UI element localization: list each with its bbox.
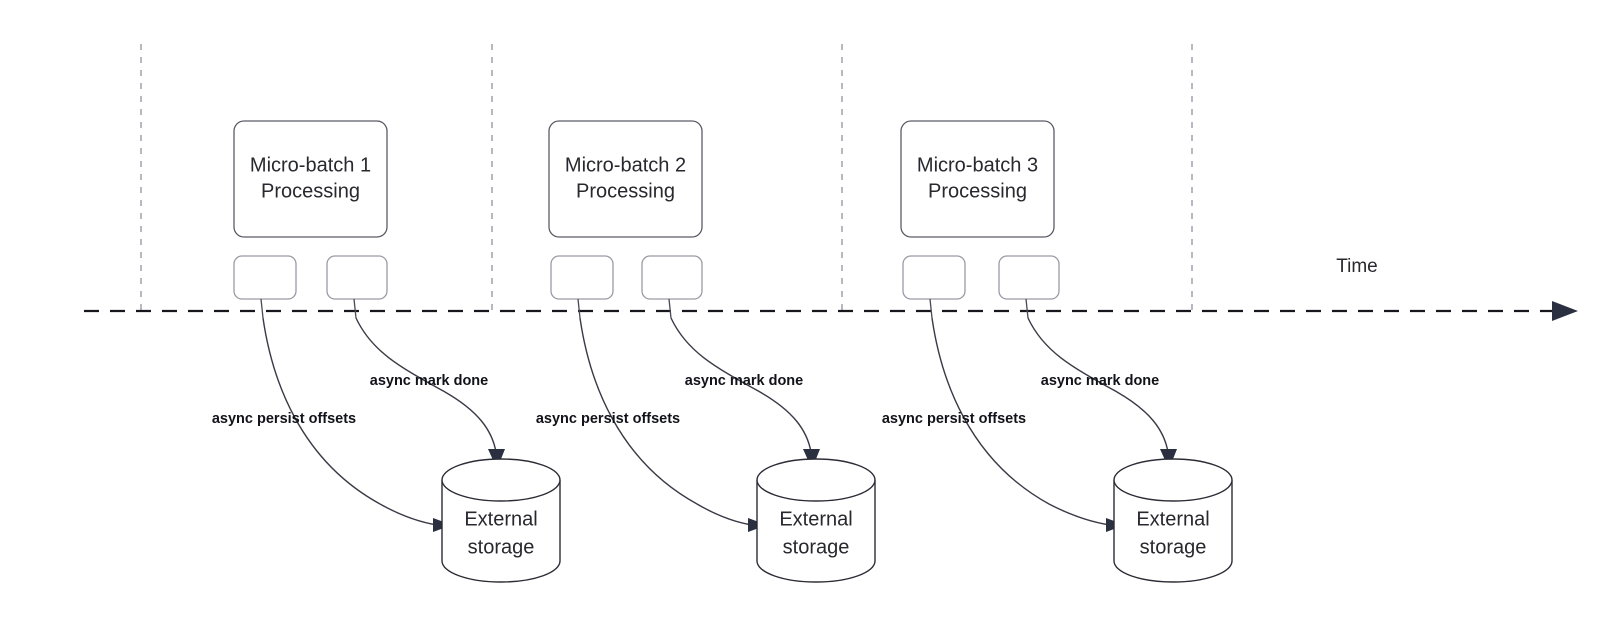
time-axis-label: Time [1336, 256, 1378, 277]
microbatch-2-persist-stem [577, 298, 581, 319]
batch-group-3: Micro-batch 3 Processing async persist o… [882, 120, 1233, 583]
external-storage-1-body [441, 480, 561, 583]
microbatch-1-title-line2: Processing [261, 180, 360, 202]
microbatch-1-markdone-arc [355, 317, 497, 453]
external-storage-1-label-line1: External [464, 508, 537, 530]
microbatch-2-persist-label: async persist offsets [536, 411, 680, 427]
external-storage-3[interactable]: External storage [1113, 458, 1233, 583]
external-storage-1[interactable]: External storage [441, 458, 561, 583]
microbatch-2-markdone-task-box[interactable] [641, 255, 703, 300]
microbatch-2-title-line2: Processing [576, 180, 675, 202]
microbatch-1-title-line1: Micro-batch 1 [250, 154, 371, 176]
microbatch-2-title-line1: Micro-batch 2 [565, 154, 686, 176]
microbatch-3-markdone-label: async mark done [1041, 373, 1159, 389]
microbatch-2-persist-arc [579, 317, 753, 526]
microbatch-1-markdone-stem [353, 298, 357, 319]
external-storage-3-label-line2: storage [1140, 536, 1207, 558]
microbatch-1-markdone-task-box[interactable] [326, 255, 388, 300]
microbatch-3-title-line1: Micro-batch 3 [917, 154, 1038, 176]
microbatch-1-persist-arc [262, 317, 438, 526]
microbatch-3-persist-task-box[interactable] [902, 255, 966, 300]
external-storage-2-top [756, 458, 876, 502]
microbatch-3-markdone-task-box[interactable] [998, 255, 1060, 300]
external-storage-1-label-line2: storage [468, 536, 535, 558]
microbatch-3-persist-stem [929, 298, 933, 319]
batch-group-2: Micro-batch 2 Processing async persist o… [536, 120, 876, 583]
external-storage-2-body [756, 480, 876, 583]
microbatch-1-persist-label: async persist offsets [212, 411, 356, 427]
batch-group-1: Micro-batch 1 Processing async persist o… [212, 120, 561, 583]
timeline-arrow-icon [1552, 301, 1578, 321]
external-storage-3-label-line1: External [1136, 508, 1209, 530]
microbatch-3-persist-arc [931, 317, 1111, 526]
microbatch-3-markdone-stem [1025, 298, 1029, 319]
external-storage-2-label-line1: External [779, 508, 852, 530]
microbatch-2-markdone-stem [668, 298, 672, 319]
microbatch-1-persist-task-box[interactable] [233, 255, 297, 300]
external-storage-2[interactable]: External storage [756, 458, 876, 583]
timeline-axis: Time [84, 256, 1578, 321]
microbatch-2-persist-task-box[interactable] [550, 255, 614, 300]
microbatch-1-persist-stem [260, 298, 264, 319]
microbatch-3-title-line2: Processing [928, 180, 1027, 202]
batch-boundary-ticks [140, 44, 1193, 316]
external-storage-3-body [1113, 480, 1233, 583]
external-storage-1-top [441, 458, 561, 502]
microbatch-1-box[interactable] [233, 120, 388, 238]
external-storage-3-top [1113, 458, 1233, 502]
microbatch-3-persist-label: async persist offsets [882, 411, 1026, 427]
microbatch-2-markdone-arc [670, 317, 812, 453]
microbatch-1-markdone-label: async mark done [370, 373, 488, 389]
microbatch-2-markdone-label: async mark done [685, 373, 803, 389]
microbatch-2-box[interactable] [548, 120, 703, 238]
microbatch-3-markdone-arc [1027, 317, 1169, 453]
external-storage-2-label-line2: storage [783, 536, 850, 558]
microbatch-3-box[interactable] [900, 120, 1055, 238]
